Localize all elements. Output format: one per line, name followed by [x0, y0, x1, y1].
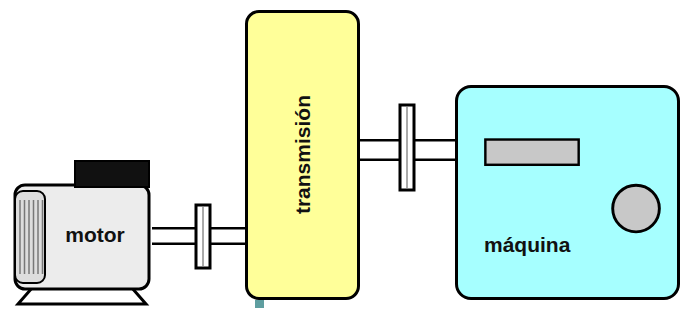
- machine-knob: [613, 185, 660, 232]
- motor-end-cap: [15, 191, 45, 283]
- motor-fin: [19, 200, 21, 274]
- motor-box: motor: [10, 158, 152, 306]
- motor-fin: [37, 200, 39, 274]
- small-mark: [255, 300, 264, 308]
- node-label: transmisión: [291, 95, 314, 214]
- motor-fin: [24, 200, 26, 274]
- coupling-joint: [203, 207, 204, 266]
- shaft-coupling: [196, 205, 210, 268]
- machine-box: máquina: [455, 85, 680, 300]
- motor-body: [15, 185, 149, 289]
- transmission-box: transmisión: [245, 10, 360, 300]
- motor-fin: [33, 200, 35, 274]
- coupling-joint: [407, 107, 408, 188]
- shaft-coupling: [400, 105, 414, 190]
- node-label: máquina: [484, 233, 570, 256]
- machine-illustration: [458, 88, 677, 297]
- machine-panel: [485, 140, 578, 165]
- motor-fin: [42, 200, 44, 274]
- node-label: motor: [65, 223, 125, 246]
- motor-fin: [28, 200, 30, 274]
- terminal-box: [75, 161, 149, 187]
